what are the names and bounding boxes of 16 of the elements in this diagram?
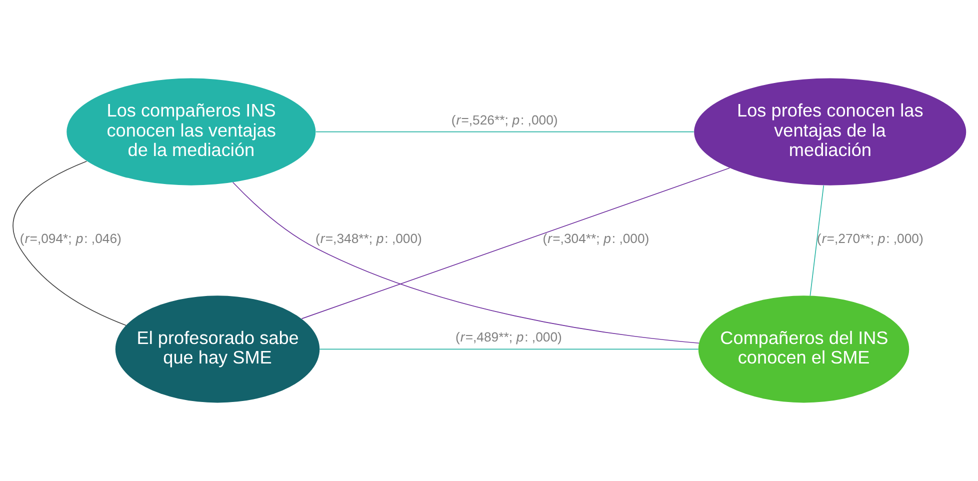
node-ellipse: Los compañeros INS conocen las ventajas de la mediación (66, 78, 316, 186)
edge-label: (r=,489**; p: ,000) (454, 330, 562, 345)
edge-label: (r=,526**; p: ,000) (450, 112, 558, 128)
edge-label: (r=,094*; p: ,046) (19, 230, 121, 246)
connector (318, 348, 698, 350)
node-ellipse: Compañeros del INS conocen el SME (698, 296, 909, 403)
edge-label: (r=,304**; p: ,000) (542, 230, 649, 246)
node-ellipse: Los profes conocen las ventajas de la mediación (694, 78, 966, 186)
node-ellipse: El profesorado sabe que hay SME (114, 296, 320, 403)
connector (809, 185, 824, 296)
edge-label: (r=,270**; p: ,000) (816, 230, 923, 246)
connector (12, 160, 126, 326)
connector (232, 182, 699, 344)
connector (300, 168, 730, 320)
connector (314, 131, 694, 132)
edge-label: (r=,348**; p: ,000) (314, 230, 422, 246)
